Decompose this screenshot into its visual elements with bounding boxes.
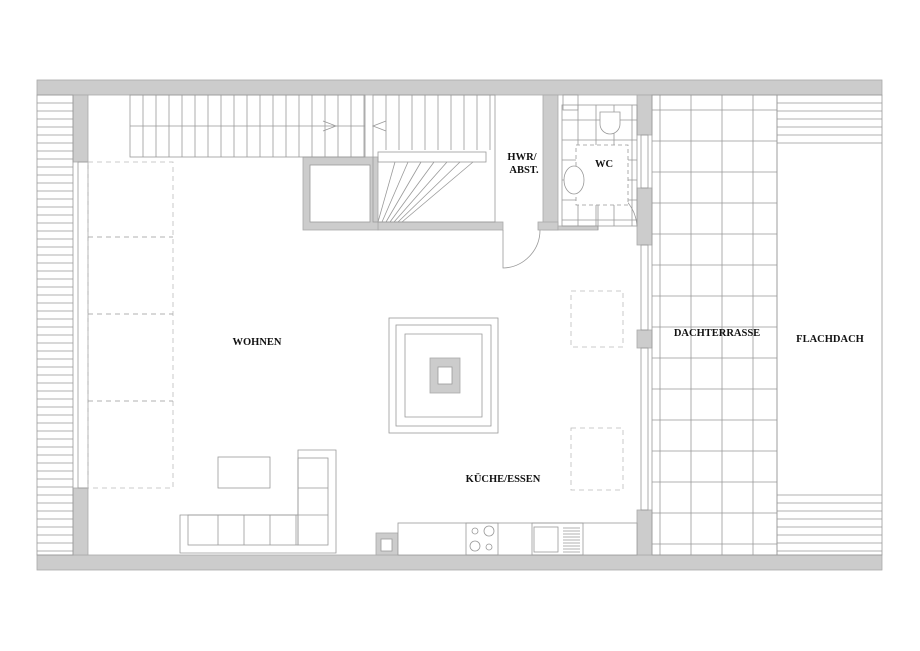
sofa bbox=[179, 449, 337, 554]
flachdach bbox=[776, 94, 883, 556]
sink-unit bbox=[531, 522, 584, 556]
room-label-hwr: HWR/ bbox=[507, 152, 537, 163]
window-left bbox=[77, 161, 89, 489]
room-label-wc: WC bbox=[594, 159, 614, 170]
fireplace-mid bbox=[395, 324, 492, 427]
stair-right bbox=[372, 94, 496, 223]
shaft bbox=[562, 94, 579, 111]
wc-tiles bbox=[561, 104, 638, 227]
dashed-table-2 bbox=[570, 427, 624, 491]
arrow-right-icon bbox=[322, 120, 338, 132]
sofa-seat-side bbox=[297, 457, 329, 546]
winder bbox=[385, 161, 422, 223]
winder bbox=[389, 161, 435, 223]
winder bbox=[393, 161, 448, 223]
chimney-inner bbox=[380, 538, 393, 552]
window-right-3 bbox=[640, 347, 649, 511]
wall-top bbox=[36, 79, 883, 96]
toilet-icon bbox=[599, 111, 621, 135]
coffee-table bbox=[217, 456, 271, 489]
arrow-left-icon bbox=[371, 120, 387, 132]
sink-basin bbox=[533, 526, 559, 553]
roof-slats-left bbox=[36, 94, 74, 556]
wc-dashed bbox=[575, 144, 629, 206]
washbasin-icon bbox=[563, 165, 585, 195]
burner-icon bbox=[471, 527, 479, 535]
kitchen-counter bbox=[397, 522, 638, 556]
wall-left-upper bbox=[72, 94, 89, 163]
dashed-sofa-bed bbox=[87, 161, 174, 489]
winder bbox=[401, 161, 474, 223]
winder bbox=[381, 161, 409, 223]
burner-icon bbox=[469, 540, 481, 552]
door-swing-hwr bbox=[502, 229, 541, 269]
terrace bbox=[651, 94, 778, 556]
wall-mid-top bbox=[636, 94, 653, 136]
fireplace-inner bbox=[404, 333, 483, 418]
fireplace-outer bbox=[388, 317, 499, 434]
winder bbox=[397, 161, 461, 223]
window-right-1 bbox=[640, 134, 649, 189]
room-label-wohnen: WOHNEN bbox=[232, 337, 282, 348]
room-label-flachdach: FLACHDACH bbox=[796, 334, 864, 345]
room-label-kueche: KÜCHE/ESSEN bbox=[465, 474, 541, 485]
stair-landing-rail bbox=[377, 151, 487, 163]
winder bbox=[377, 161, 396, 223]
wall-hwr bbox=[542, 94, 559, 231]
wall-bottom bbox=[36, 554, 883, 571]
wall-mid-3 bbox=[636, 329, 653, 349]
room-label-abst: ABST. bbox=[509, 165, 539, 176]
wall-mid-bottom bbox=[636, 509, 653, 556]
burner-icon bbox=[485, 543, 493, 551]
wall-hwr-bottom bbox=[537, 221, 559, 231]
window-right-2 bbox=[640, 244, 649, 331]
fireplace-hole bbox=[437, 366, 453, 385]
elevator-car bbox=[309, 164, 371, 223]
wall-left-lower bbox=[72, 487, 89, 556]
wall-wc-bottom bbox=[557, 225, 599, 231]
dashed-table-1 bbox=[570, 290, 624, 348]
cooktop bbox=[465, 522, 499, 556]
room-label-dachterrasse: DACHTERRASSE bbox=[673, 328, 761, 339]
burner-icon bbox=[483, 525, 495, 537]
wall-stair-bottom bbox=[377, 221, 504, 231]
wall-mid-2 bbox=[636, 187, 653, 246]
